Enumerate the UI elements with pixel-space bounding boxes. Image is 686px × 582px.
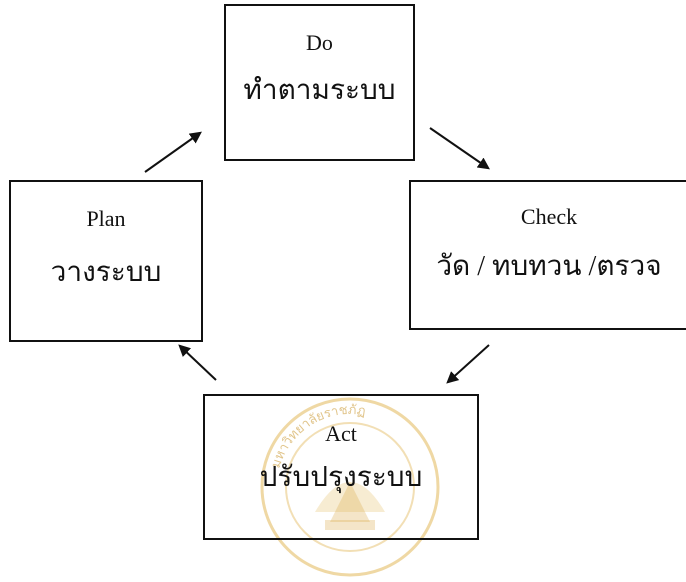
cycle-arrows [144, 127, 490, 384]
plan-node-title: Plan [86, 206, 126, 231]
act-node-subtitle: ปรับปรุงระบบ [259, 462, 423, 494]
act-node-title: Act [325, 421, 357, 446]
do-node: Do ทำตามระบบ [224, 4, 415, 161]
arrow-act-to-plan [178, 344, 217, 381]
plan-node: Plan วางระบบ [9, 180, 203, 342]
check-node-title: Check [520, 204, 578, 229]
do-node-title: Do [306, 30, 333, 55]
plan-node-subtitle: วางระบบ [50, 257, 162, 289]
check-node: Check วัด / ทบทวน /ตรวจ [409, 180, 686, 330]
arrow-do-to-check [429, 127, 490, 170]
arrow-check-to-act [446, 344, 490, 384]
arrow-plan-to-do [144, 131, 202, 173]
check-node-subtitle: วัด / ทบทวน /ตรวจ [436, 251, 662, 283]
do-node-subtitle: ทำตามระบบ [243, 75, 396, 107]
